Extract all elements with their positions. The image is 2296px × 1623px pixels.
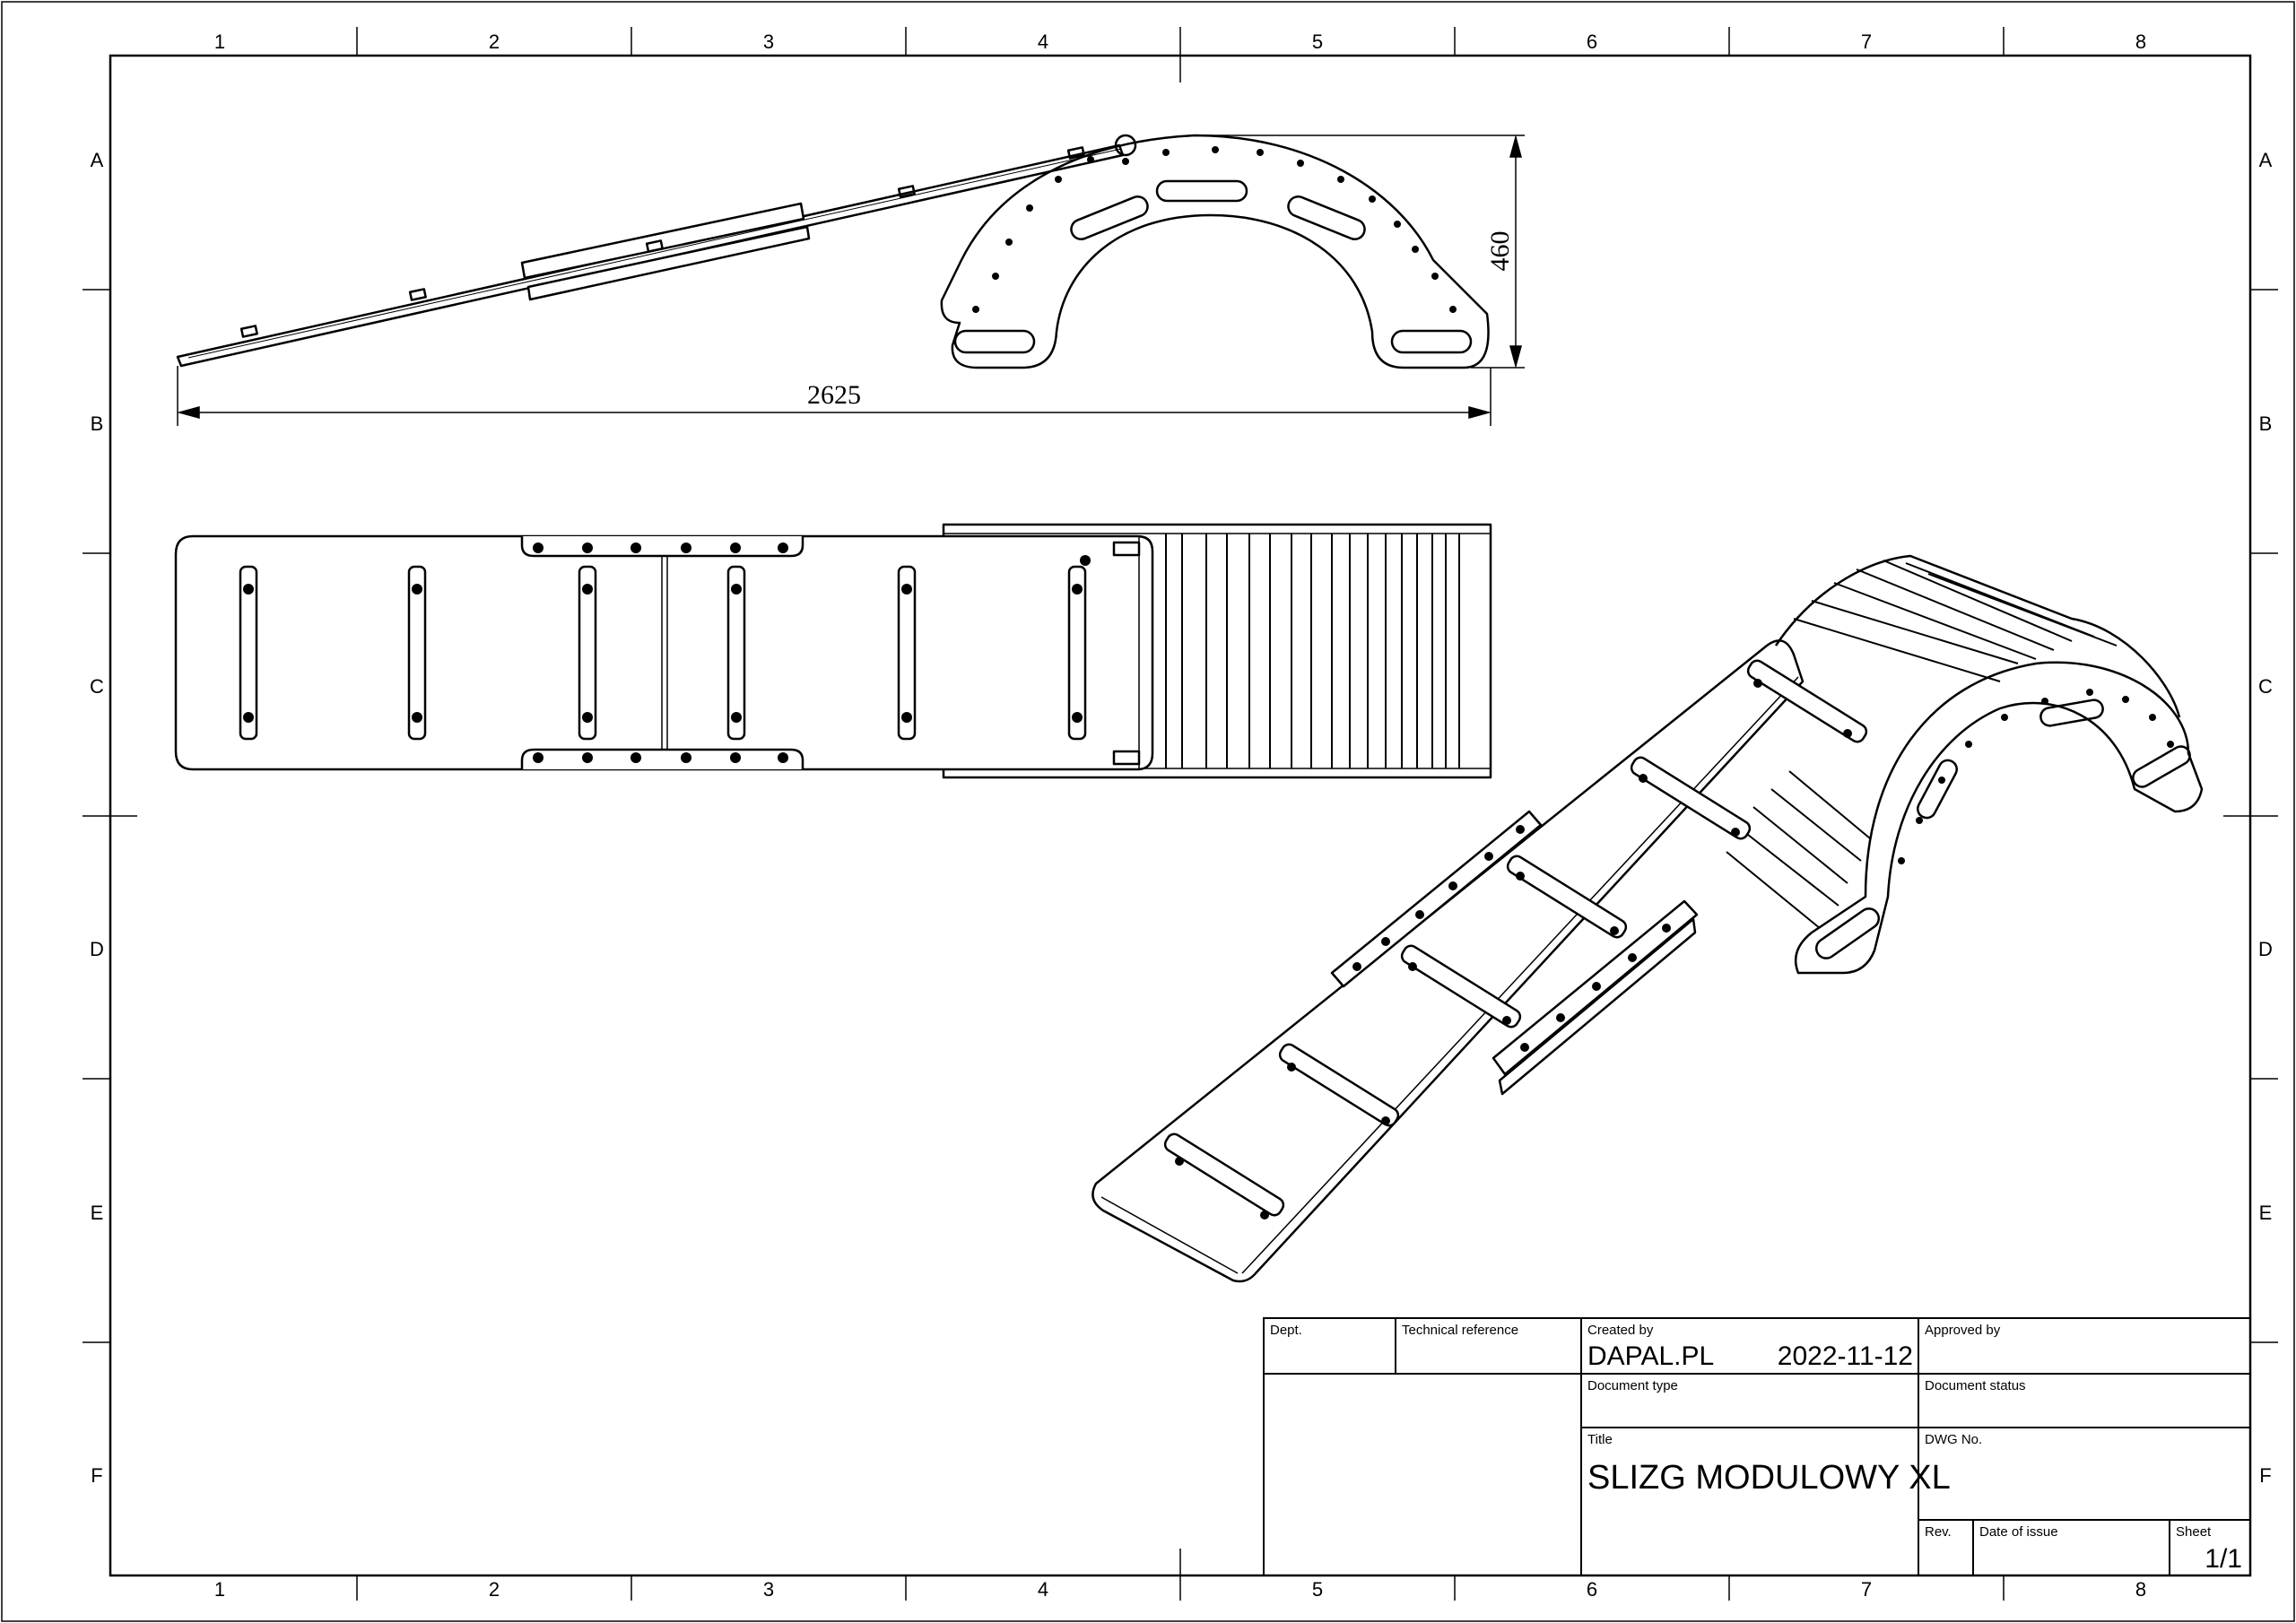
- iso-plank: [1091, 639, 1805, 1283]
- date-issue-label: Date of issue: [1979, 1524, 2058, 1540]
- isometric-view: [1091, 554, 2204, 1283]
- iso-slot: [2039, 699, 2104, 727]
- iso-arch-panel: [1794, 661, 2204, 975]
- iso-clamp-bar: [1498, 917, 1697, 1096]
- dimension-height-label: 460: [1485, 231, 1515, 272]
- iso-slot: [2132, 745, 2191, 788]
- sheet-label: Sheet: [2176, 1524, 2212, 1540]
- title-label: Title: [1587, 1432, 1613, 1447]
- dimension-length: [177, 366, 1492, 426]
- cleat: [1066, 146, 1085, 160]
- zone-row-label: D: [90, 938, 104, 960]
- dimension-length-label: 2625: [807, 380, 861, 410]
- plank-bolts: [243, 542, 1091, 763]
- drawing-title: SLIZG MODULOWY XL: [1587, 1459, 1951, 1497]
- zone-row-label: F: [2259, 1464, 2271, 1487]
- clamp-bar: [520, 748, 804, 769]
- top-view: [174, 523, 1492, 779]
- clamp-bar: [520, 536, 804, 558]
- dwg-no-label: DWG No.: [1925, 1432, 1982, 1447]
- clamp-plate: [526, 225, 811, 301]
- dept-label: Dept.: [1270, 1323, 1302, 1338]
- arch-slot: [1070, 195, 1149, 240]
- zone-col-label: 1: [214, 1578, 225, 1601]
- zone-ticks: [83, 27, 2278, 1601]
- plank-cleat: [1067, 565, 1087, 741]
- zone-col-label: 8: [2135, 1578, 2146, 1601]
- zone-row-label: D: [2258, 938, 2273, 960]
- plank-cleat: [578, 565, 597, 741]
- cleat: [239, 325, 258, 338]
- created-by-value: DAPAL.PL: [1587, 1341, 1714, 1371]
- side-view: [176, 134, 1490, 369]
- zone-col-label: 3: [763, 30, 774, 53]
- zone-col-label: 7: [1861, 30, 1872, 53]
- rev-label: Rev.: [1925, 1524, 1952, 1540]
- hook: [1112, 541, 1141, 557]
- zone-col-label: 2: [489, 1578, 500, 1601]
- zone-row-label: A: [91, 149, 104, 171]
- dimension-height: [1202, 135, 1525, 369]
- ramp-plank: [176, 143, 1125, 368]
- ladder-rungs: [1165, 534, 1460, 768]
- created-by-label: Created by: [1587, 1323, 1654, 1338]
- iso-slot: [1814, 907, 1881, 959]
- arch-slot: [1155, 179, 1248, 203]
- iso-bolts: [1175, 679, 2174, 1219]
- title-block: Dept. Technical reference Created by DAP…: [1270, 1323, 2242, 1574]
- zone-col-label: 8: [2135, 30, 2146, 53]
- iso-slot: [1917, 759, 1958, 820]
- arch-side-panel: [940, 134, 1490, 369]
- clamp-plate: [520, 202, 805, 280]
- zone-col-label: 4: [1038, 1578, 1048, 1601]
- tech-ref-label: Technical reference: [1402, 1323, 1518, 1338]
- arch-holes: [972, 146, 1457, 313]
- doc-type-label: Document type: [1587, 1378, 1678, 1393]
- cleat: [645, 239, 664, 253]
- zone-row-label: B: [91, 412, 104, 435]
- foot-slot: [953, 329, 1036, 354]
- zone-col-label: 5: [1312, 30, 1323, 53]
- zone-row-label: C: [2258, 675, 2273, 698]
- zone-col-label: 6: [1587, 30, 1597, 53]
- title-block-frame: [1263, 1317, 2251, 1576]
- plank-cleat: [897, 565, 917, 741]
- doc-status-label: Document status: [1925, 1378, 2026, 1393]
- cleat: [897, 185, 916, 198]
- arch-slot: [1287, 195, 1366, 240]
- zone-col-label: 7: [1861, 1578, 1872, 1601]
- cleat: [408, 288, 427, 301]
- iso-top-rungs: [1793, 560, 2118, 682]
- plank-cleat: [407, 565, 427, 741]
- zone-col-label: 5: [1312, 1578, 1323, 1601]
- zone-row-label: E: [2259, 1202, 2273, 1224]
- zone-row-label: A: [2259, 149, 2273, 171]
- zone-col-label: 2: [489, 30, 500, 53]
- zone-row-label: C: [90, 675, 104, 698]
- zone-col-label: 6: [1587, 1578, 1597, 1601]
- zone-col-label: 4: [1038, 30, 1048, 53]
- zone-labels-left: A B C D E F: [90, 149, 104, 1487]
- zone-col-label: 1: [214, 30, 225, 53]
- zone-row-label: B: [2259, 412, 2273, 435]
- approved-by-label: Approved by: [1925, 1323, 2001, 1338]
- iso-ladder: [1726, 770, 1871, 933]
- foot-slot: [1390, 329, 1473, 354]
- zone-labels-right: A B C D E F: [2258, 149, 2273, 1487]
- hook: [1112, 750, 1141, 766]
- plank-cleat: [239, 565, 258, 741]
- zone-col-label: 3: [763, 1578, 774, 1601]
- plank-cleat: [726, 565, 746, 741]
- zone-row-label: E: [91, 1202, 104, 1224]
- date-value: 2022-11-12: [1778, 1341, 1913, 1371]
- sheet-value: 1/1: [2205, 1544, 2242, 1574]
- iso-cleats: [1163, 659, 1868, 1217]
- slide-plank: [174, 534, 1154, 771]
- zone-labels-top: 1 2 3 4 5 6 7 8: [214, 30, 2146, 53]
- zone-labels-bottom: 1 2 3 4 5 6 7 8: [214, 1578, 2146, 1601]
- zone-row-label: F: [91, 1464, 102, 1487]
